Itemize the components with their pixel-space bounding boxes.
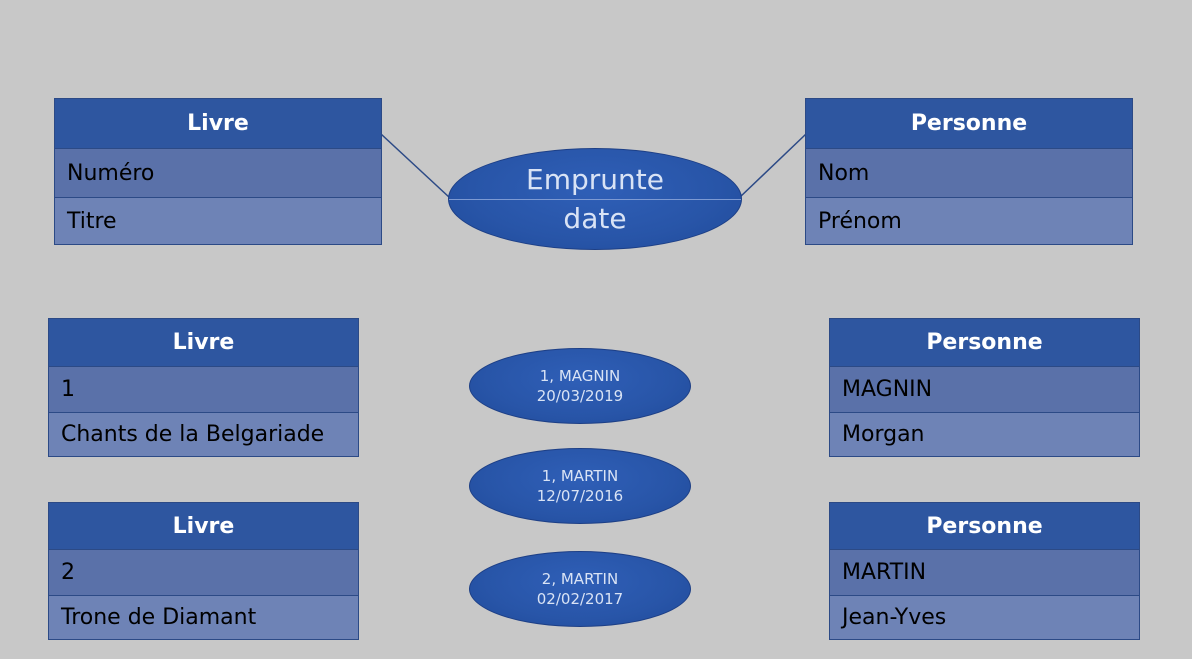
entity-field: Numéro <box>55 148 381 197</box>
emprunt-instance-1: 1, MAGNIN 20/03/2019 <box>469 348 691 424</box>
livre-emprunte-link <box>380 133 451 199</box>
emprunte-personne-link <box>738 133 807 199</box>
personne-instance-1: Personne MAGNIN Morgan <box>829 318 1140 457</box>
personne-nom: MAGNIN <box>830 366 1139 412</box>
entity-header: Personne <box>830 503 1139 549</box>
emprunt-date: 02/02/2017 <box>536 590 624 608</box>
personne-nom: MARTIN <box>830 549 1139 595</box>
entity-field: Prénom <box>806 197 1132 244</box>
relation-emprunte: Emprunte date <box>448 148 742 250</box>
schema-livre-entity: Livre Numéro Titre <box>54 98 382 245</box>
emprunt-date: 12/07/2016 <box>536 487 624 505</box>
relation-divider <box>449 199 741 200</box>
livre-titre: Chants de la Belgariade <box>49 412 358 456</box>
livre-titre: Trone de Diamant <box>49 595 358 639</box>
personne-prenom: Jean-Yves <box>830 595 1139 639</box>
entity-header: Livre <box>55 99 381 148</box>
personne-prenom: Morgan <box>830 412 1139 456</box>
emprunt-instance-3: 2, MARTIN 02/02/2017 <box>469 551 691 627</box>
livre-numero: 1 <box>49 366 358 412</box>
relation-name: Emprunte <box>526 162 664 196</box>
personne-instance-2: Personne MARTIN Jean-Yves <box>829 502 1140 640</box>
entity-header: Livre <box>49 503 358 549</box>
emprunt-key: 1, MAGNIN <box>539 366 621 385</box>
schema-personne-entity: Personne Nom Prénom <box>805 98 1133 245</box>
entity-field: Titre <box>55 197 381 244</box>
emprunt-key: 1, MARTIN <box>541 466 619 485</box>
emprunt-key: 2, MARTIN <box>541 569 619 588</box>
relation-attribute: date <box>563 202 627 235</box>
entity-field: Nom <box>806 148 1132 197</box>
entity-header: Personne <box>830 319 1139 366</box>
emprunt-instance-2: 1, MARTIN 12/07/2016 <box>469 448 691 524</box>
entity-header: Personne <box>806 99 1132 148</box>
emprunt-date: 20/03/2019 <box>536 387 624 405</box>
livre-numero: 2 <box>49 549 358 595</box>
livre-instance-2: Livre 2 Trone de Diamant <box>48 502 359 640</box>
entity-header: Livre <box>49 319 358 366</box>
livre-instance-1: Livre 1 Chants de la Belgariade <box>48 318 359 457</box>
